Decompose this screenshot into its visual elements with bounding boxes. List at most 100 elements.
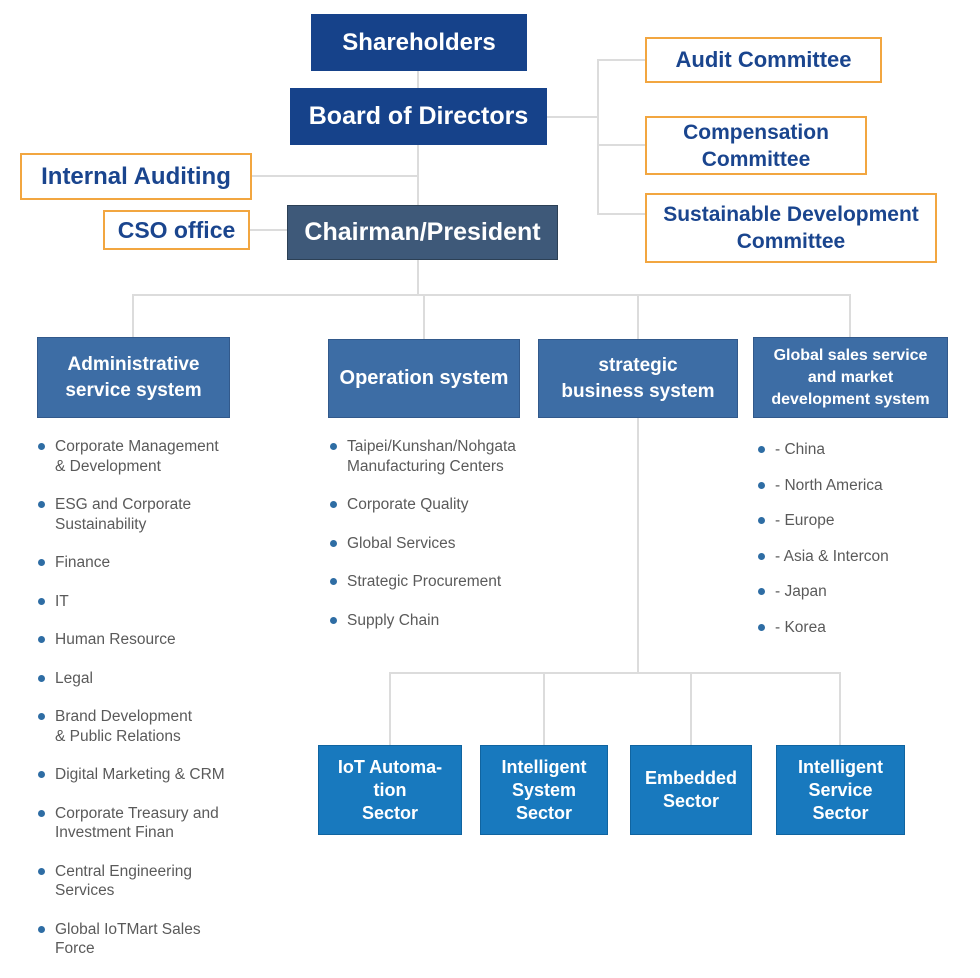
list-item: Taipei/Kunshan/Nohgata Manufacturing Cen… (330, 437, 570, 476)
board-of-directors-box: Board of Directors (290, 88, 547, 145)
list-item: Corporate Management & Development (38, 437, 288, 476)
list-item: Digital Marketing & CRM (38, 765, 288, 785)
operation-list: Taipei/Kunshan/Nohgata Manufacturing Cen… (330, 437, 570, 649)
bullet-icon (330, 443, 337, 450)
bullet-icon (38, 771, 45, 778)
list-item-label: - Korea (775, 618, 826, 636)
connector-line (417, 71, 419, 89)
bullet-icon (758, 623, 765, 631)
bullet-icon (38, 674, 45, 682)
list-item-label: Global IoTMart Sales Force (55, 920, 201, 958)
list-item-label: - China (775, 441, 825, 458)
list-item: Brand Development & Public Relations (38, 707, 288, 746)
list-item-label: Strategic Procurement (347, 573, 502, 590)
list-item: Global IoTMart Sales Force (38, 920, 288, 959)
bullet-icon (758, 446, 765, 453)
bullet-icon (330, 539, 337, 547)
bullet-icon (38, 867, 45, 875)
administrative-service-system-box: Administrative service system (37, 337, 230, 418)
list-item-label: - North America (775, 476, 883, 494)
bullet-icon (758, 552, 765, 560)
internal-auditing-box: Internal Auditing (20, 153, 252, 200)
connector-line (543, 672, 545, 745)
list-item-label: Central Engineering Services (55, 862, 193, 900)
operation-system-box: Operation system (328, 339, 520, 418)
list-item: Corporate Treasury and Investment Finan (38, 804, 288, 843)
list-item-label: Taipei/Kunshan/Nohgata Manufacturing Cen… (347, 438, 516, 475)
connector-line (252, 175, 418, 177)
list-item-label: Global Services (347, 534, 456, 552)
bullet-icon (330, 616, 337, 624)
bullet-icon (38, 713, 45, 720)
bullet-icon (330, 578, 337, 585)
list-item-label: Legal (55, 669, 93, 687)
audit-committee-box: Audit Committee (645, 37, 882, 83)
connector-line (597, 213, 645, 215)
connector-line (389, 672, 391, 745)
list-item-label: IT (55, 592, 69, 610)
list-item: - North America (758, 476, 958, 496)
embedded-sector-box: Embedded Sector (630, 745, 752, 835)
list-item: Central Engineering Services (38, 862, 288, 901)
list-item: Finance (38, 553, 288, 573)
bullet-icon (38, 809, 45, 817)
connector-line (849, 294, 851, 337)
connector-line (597, 59, 645, 61)
list-item-label: Corporate Management & Development (55, 438, 219, 475)
connector-line (690, 672, 692, 745)
list-item-label: Corporate Treasury and Investment Finan (55, 804, 219, 842)
connector-line (423, 294, 425, 339)
sustainable-development-committee-box: Sustainable Development Committee (645, 193, 937, 263)
intelligent-service-sector-box: Intelligent Service Sector (776, 745, 905, 835)
bullet-icon (38, 636, 45, 643)
bullet-icon (758, 481, 765, 489)
list-item-label: Brand Development & Public Relations (55, 708, 192, 745)
iot-automation-sector-box: IoT Automa- tion Sector (318, 745, 462, 835)
bullet-icon (758, 588, 765, 595)
list-item-label: ESG and Corporate Sustainability (55, 496, 192, 533)
bullet-icon (758, 517, 765, 524)
list-item-label: Human Resource (55, 631, 176, 648)
list-item: - Korea (758, 618, 958, 638)
list-item: ESG and Corporate Sustainability (38, 495, 288, 534)
list-item: Global Services (330, 534, 570, 554)
list-item: - China (758, 440, 958, 460)
list-item: Strategic Procurement (330, 572, 570, 592)
bullet-icon (38, 559, 45, 566)
bullet-icon (38, 597, 45, 605)
list-item: - Asia & Intercon (758, 547, 958, 567)
bullet-icon (38, 443, 45, 450)
list-item-label: Digital Marketing & CRM (55, 766, 225, 783)
list-item-label: - Europe (775, 512, 835, 529)
bullet-icon (330, 501, 337, 508)
list-item-label: - Japan (775, 583, 827, 600)
shareholders-box: Shareholders (311, 14, 527, 71)
administrative-list: Corporate Management & Development ESG a… (38, 437, 288, 978)
connector-line (597, 144, 645, 146)
connector-line (389, 672, 841, 674)
connector-line (250, 229, 287, 231)
chairman-president-box: Chairman/President (287, 205, 558, 260)
list-item: Supply Chain (330, 611, 570, 631)
strategic-business-system-box: strategic business system (538, 339, 738, 418)
list-item-label: Finance (55, 554, 111, 571)
list-item: Corporate Quality (330, 495, 570, 515)
bullet-icon (38, 501, 45, 508)
connector-line (597, 59, 599, 215)
list-item-label: - Asia & Intercon (775, 547, 889, 565)
global-sales-service-system-box: Global sales service and market developm… (753, 337, 948, 418)
list-item: - Europe (758, 511, 958, 531)
connector-line (637, 418, 639, 674)
connector-line (417, 260, 419, 296)
bullet-icon (38, 925, 45, 933)
connector-line (637, 294, 639, 339)
connector-line (417, 145, 419, 205)
connector-line (132, 294, 134, 337)
list-item: Legal (38, 669, 288, 689)
cso-office-box: CSO office (103, 210, 250, 250)
connector-line (839, 672, 841, 745)
connector-line (547, 116, 598, 118)
list-item: Human Resource (38, 630, 288, 650)
global-regions-list: - China - North America - Europe - Asia … (758, 440, 958, 653)
